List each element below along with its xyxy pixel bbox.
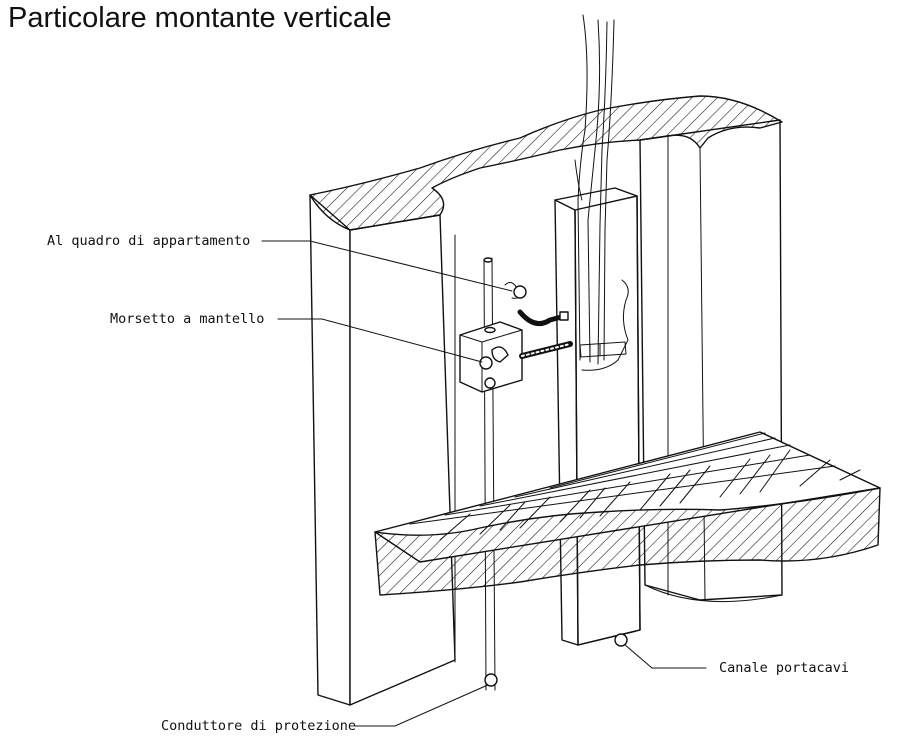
wall-top-cut: [309, 95, 783, 231]
floor-slab: [374, 431, 881, 596]
cable-channel: [554, 187, 641, 646]
wire-to-panel: [504, 281, 569, 327]
leader-lines: [261, 240, 707, 727]
label-al-quadro: Al quadro di appartamento: [47, 233, 251, 249]
cable-bundle: [574, 14, 615, 365]
label-conduttore: Conduttore di protezione: [161, 718, 357, 734]
mantle-clamp: [459, 321, 573, 393]
protective-conductor: [483, 257, 496, 691]
diagram-title: Particolare montante verticale: [8, 2, 392, 34]
label-morsetto: Morsetto a mantello: [110, 311, 265, 327]
label-canale: Canale portacavi: [719, 660, 850, 676]
